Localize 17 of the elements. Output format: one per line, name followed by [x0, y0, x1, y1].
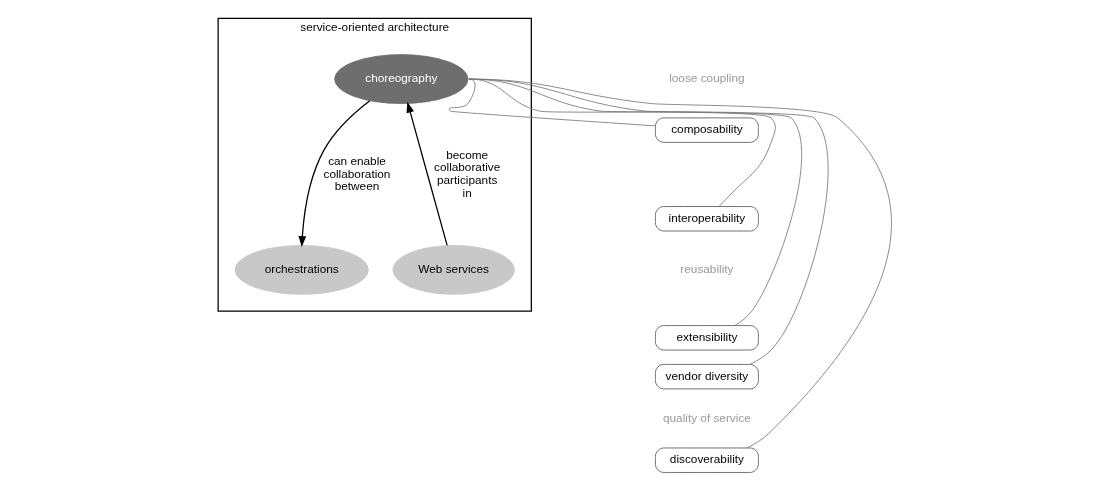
edge-label: become collaborative participants in: [434, 147, 501, 200]
label: quality of service: [662, 410, 751, 425]
edge-label: can enable collaboration between: [323, 153, 391, 194]
arrow: [406, 101, 448, 247]
connector: [468, 78, 892, 449]
node-box: interoperability: [655, 206, 759, 232]
connector: [448, 78, 656, 127]
node-box: discoverability: [655, 447, 759, 473]
node-ellipse: Web services: [392, 244, 515, 295]
node-ellipse: choreography: [334, 54, 469, 104]
node-ellipse: orchestrations: [234, 244, 369, 295]
label: reusability: [680, 261, 734, 276]
label: loose coupling: [669, 71, 745, 86]
node-box: vendor diversity: [655, 364, 759, 390]
arrow: [298, 100, 371, 248]
node-box: extensibility: [655, 325, 759, 351]
node-box: composability: [655, 117, 759, 143]
